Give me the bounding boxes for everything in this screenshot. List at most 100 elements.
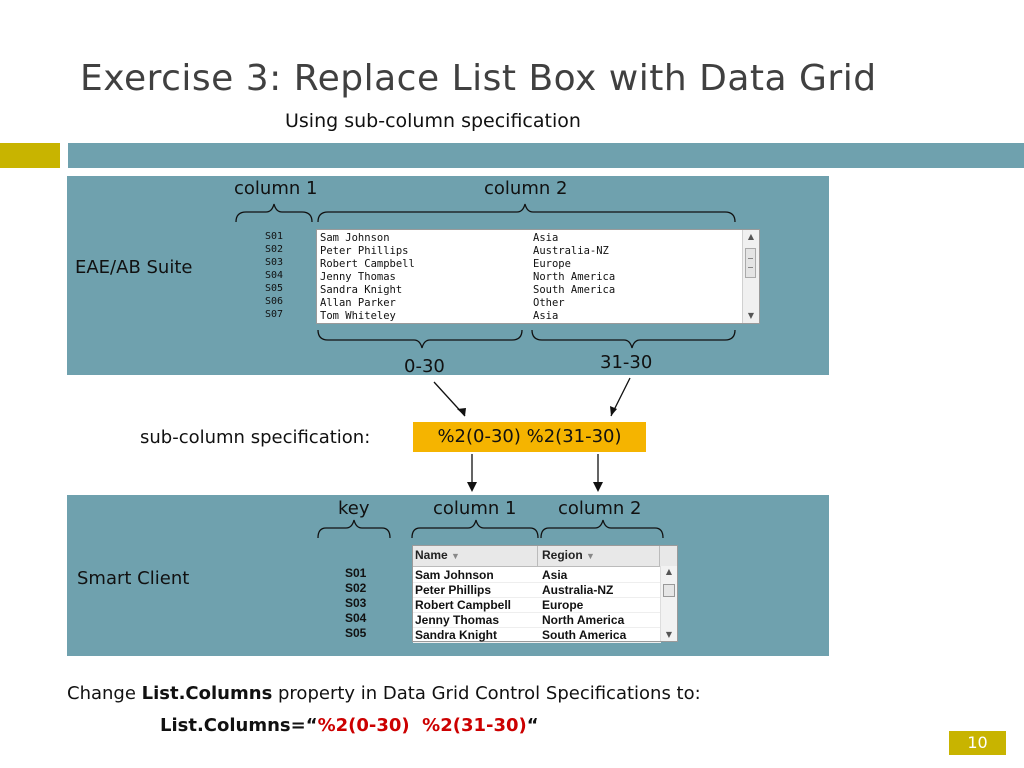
list-item[interactable]: Jenny Thomas North America [320,271,740,284]
column-divider[interactable] [659,546,660,566]
list-item[interactable]: Sam Johnson Asia [320,232,740,245]
cell-region: Australia-NZ [542,583,614,597]
range2-label: 31-30 [600,352,653,373]
bottom-key-list: S01 S02 S03 S04 S05 [345,566,366,641]
column-header-name-text: Name [415,548,448,562]
table-row[interactable]: Sam Johnson Asia [413,568,661,583]
list-item-name: Sandra Knight [320,284,403,296]
smart-client-label: Smart Client [77,568,190,589]
data-grid-header: Name ▼ Region ▼ [413,546,677,567]
key-item: S01 [265,231,284,242]
list-item-region: Australia-NZ [533,245,609,257]
arrowhead [457,408,466,416]
list-item-name: Tom Whiteley [320,310,396,322]
table-row[interactable]: Peter Phillips Australia-NZ [413,583,661,598]
arrowhead [610,406,617,416]
key-item: S07 [265,309,284,320]
top-column1-label: column 1 [234,178,318,199]
instruction-bold-term: List.Columns [141,683,273,704]
list-item-name: Sam Johnson [320,232,390,244]
key-item: S05 [265,283,284,294]
list-item-region: Asia [533,310,559,322]
accent-bar-teal [68,143,1024,168]
list-item-region: Europe [533,258,571,270]
slide-subtitle: Using sub-column specification [285,110,581,132]
column-header-region[interactable]: Region ▼ [542,548,595,562]
list-item[interactable]: Robert Campbell Europe [320,258,740,271]
instruction-suffix: property in Data Grid Control Specificat… [272,683,701,704]
list-box-scrollbar[interactable]: ▲ ▼ [742,230,759,323]
formula-prefix: List.Columns=“ [160,715,318,736]
top-key-list: S01 S02 S03 S04 S05 S06 S07 [265,230,283,321]
accent-bar-gold [0,143,60,168]
bottom-column1-label: column 1 [433,498,517,519]
scroll-up-arrow-icon[interactable]: ▲ [665,567,673,576]
scroll-thumb[interactable] [745,248,756,278]
key-item: S04 [345,611,367,625]
arrowhead [467,482,477,492]
data-grid-scrollbar[interactable]: ▲ ▼ [660,566,677,641]
scroll-down-arrow-icon[interactable]: ▼ [665,630,673,639]
sub-column-spec-label: sub-column specification: [140,427,371,448]
cell-name: Sam Johnson [415,568,494,582]
top-column2-label: column 2 [484,178,568,199]
scroll-thumb[interactable] [663,584,675,597]
instruction-prefix: Change [67,683,142,704]
list-item[interactable]: Sandra Knight South America [320,284,740,297]
table-row[interactable]: Robert Campbell Europe [413,598,661,613]
cell-name: Jenny Thomas [415,613,500,627]
arrow-range2-to-spec [610,377,631,417]
list-item-region: South America [533,284,616,296]
column-divider[interactable] [537,546,538,566]
data-grid[interactable]: Name ▼ Region ▼ Sam Johnson Asia Peter Ph… [412,545,678,643]
table-row[interactable]: Jenny Thomas North America [413,613,661,628]
eae-ab-suite-label: EAE/AB Suite [75,257,193,278]
list-item-region: Asia [533,232,559,244]
sub-column-spec-value: %2(0-30) %2(31-30) [413,422,646,452]
column-header-name[interactable]: Name ▼ [415,548,460,562]
cell-name: Robert Campbell [415,598,512,612]
scroll-up-arrow-icon[interactable]: ▲ [747,232,755,241]
cell-name: Peter Phillips [415,583,492,597]
formula-suffix: “ [526,715,539,736]
sort-arrow-icon[interactable]: ▼ [451,551,460,561]
table-row[interactable]: Sandra Knight South America [413,628,661,643]
cell-region: Europe [542,598,584,612]
list-item[interactable]: Tom Whiteley Asia [320,310,740,323]
list-item-name: Allan Parker [320,297,396,309]
key-item: S03 [265,257,284,268]
key-label: key [338,498,370,519]
slide-title: Exercise 3: Replace List Box with Data G… [80,58,877,99]
key-item: S02 [345,581,367,595]
formula-text: List.Columns=“%2(0-30) %2(31-30)“ [160,715,539,736]
cell-region: South America [542,628,627,642]
list-item-region: Other [533,297,565,309]
cell-region: Asia [542,568,568,582]
column-header-region-text: Region [542,548,583,562]
list-item-region: North America [533,271,616,283]
grip-icon [748,258,753,268]
instruction-text: Change List.Columns property in Data Gri… [67,683,701,704]
data-grid-rows: Sam Johnson Asia Peter Phillips Australia-… [413,568,661,643]
list-item[interactable]: Peter Phillips Australia-NZ [320,245,740,258]
list-item[interactable]: Allan Parker Other [320,297,740,310]
cell-name: Sandra Knight [415,628,498,642]
formula-value: %2(0-30) %2(31-30) [317,715,527,736]
bottom-column2-label: column 2 [558,498,642,519]
page-number-badge: 10 [949,731,1006,755]
sort-arrow-icon[interactable]: ▼ [586,551,595,561]
key-item: S01 [345,566,367,580]
arrow-range1-to-spec [433,381,466,417]
key-item: S05 [345,626,367,640]
list-item-name: Robert Campbell [320,258,415,270]
key-item: S04 [265,270,284,281]
key-item: S02 [265,244,284,255]
key-item: S06 [265,296,284,307]
range1-label: 0-30 [404,356,445,377]
list-item-name: Jenny Thomas [320,271,396,283]
list-item-name: Peter Phillips [320,245,409,257]
scroll-down-arrow-icon[interactable]: ▼ [747,311,755,320]
cell-region: North America [542,613,625,627]
